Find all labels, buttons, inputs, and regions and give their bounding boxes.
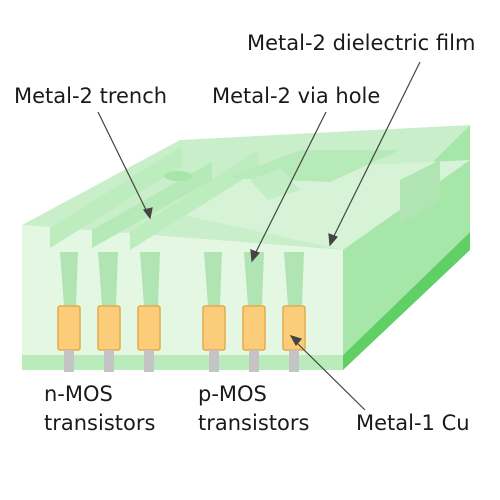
- labels: Metal-2 dielectric film Metal-2 trench M…: [14, 31, 475, 435]
- label-pmos-line1: p-MOS: [198, 382, 267, 406]
- metal2-via-hole: [284, 252, 304, 306]
- metal2-trench-wall: [400, 160, 440, 225]
- leader-line-trench: [97, 111, 149, 215]
- arrowhead-dielectric: [328, 233, 339, 247]
- transistor-contacts: [64, 350, 299, 372]
- label-metal2-via-hole: Metal-2 via hole: [212, 84, 380, 108]
- transistor-contact: [289, 350, 299, 372]
- metal2-via-hole: [204, 252, 222, 306]
- leader-line-via-hole: [253, 111, 327, 257]
- transistor-contact: [209, 350, 219, 372]
- label-pmos-line2: transistors: [198, 411, 309, 435]
- metal2-trench-wall: [50, 146, 182, 248]
- metal1-cu-block: [97, 305, 121, 351]
- label-nmos-line1: n-MOS: [44, 382, 113, 406]
- metal2-via-hole: [244, 252, 264, 306]
- metal2-trenches: [50, 146, 440, 250]
- leader-line-metal1: [293, 339, 366, 411]
- metal2-via-holes: [60, 252, 304, 306]
- transistor-contact: [104, 350, 114, 372]
- leader-line-dielectric: [331, 61, 421, 241]
- metal1-cu-block: [57, 305, 81, 351]
- dielectric-step: [170, 160, 470, 250]
- substrate-layer: [22, 232, 470, 370]
- arrowhead-via-hole: [250, 249, 261, 263]
- label-nmos-line2: transistors: [44, 411, 155, 435]
- arrowhead-metal1: [289, 335, 303, 347]
- metal2-via-hole: [60, 252, 78, 306]
- metal1-cu-blocks: [57, 305, 306, 351]
- metal1-cu-block: [242, 305, 266, 351]
- metal2-via-hole: [98, 252, 118, 306]
- metal2-trench-wall: [250, 168, 300, 200]
- leader-lines: [97, 61, 421, 411]
- label-metal1-cu: Metal-1 Cu: [356, 411, 470, 435]
- transistor-contact: [64, 350, 74, 372]
- metal1-cu-block: [137, 305, 161, 351]
- label-metal2-trench: Metal-2 trench: [14, 84, 167, 108]
- metal2-trench-wall: [92, 162, 212, 248]
- transistor-contact: [249, 350, 259, 372]
- transistor-contact: [144, 350, 154, 372]
- metal1-cu-block: [282, 305, 306, 351]
- arrowhead-trench: [142, 207, 153, 220]
- label-metal2-dielectric-film: Metal-2 dielectric film: [247, 31, 475, 55]
- metal2-trench-wall: [130, 150, 258, 250]
- metal2-via-opening: [164, 171, 192, 181]
- substrate-side: [343, 232, 470, 370]
- metal1-cu-block: [202, 305, 226, 351]
- metal2-via-hole: [140, 252, 160, 306]
- substrate-front: [22, 355, 343, 370]
